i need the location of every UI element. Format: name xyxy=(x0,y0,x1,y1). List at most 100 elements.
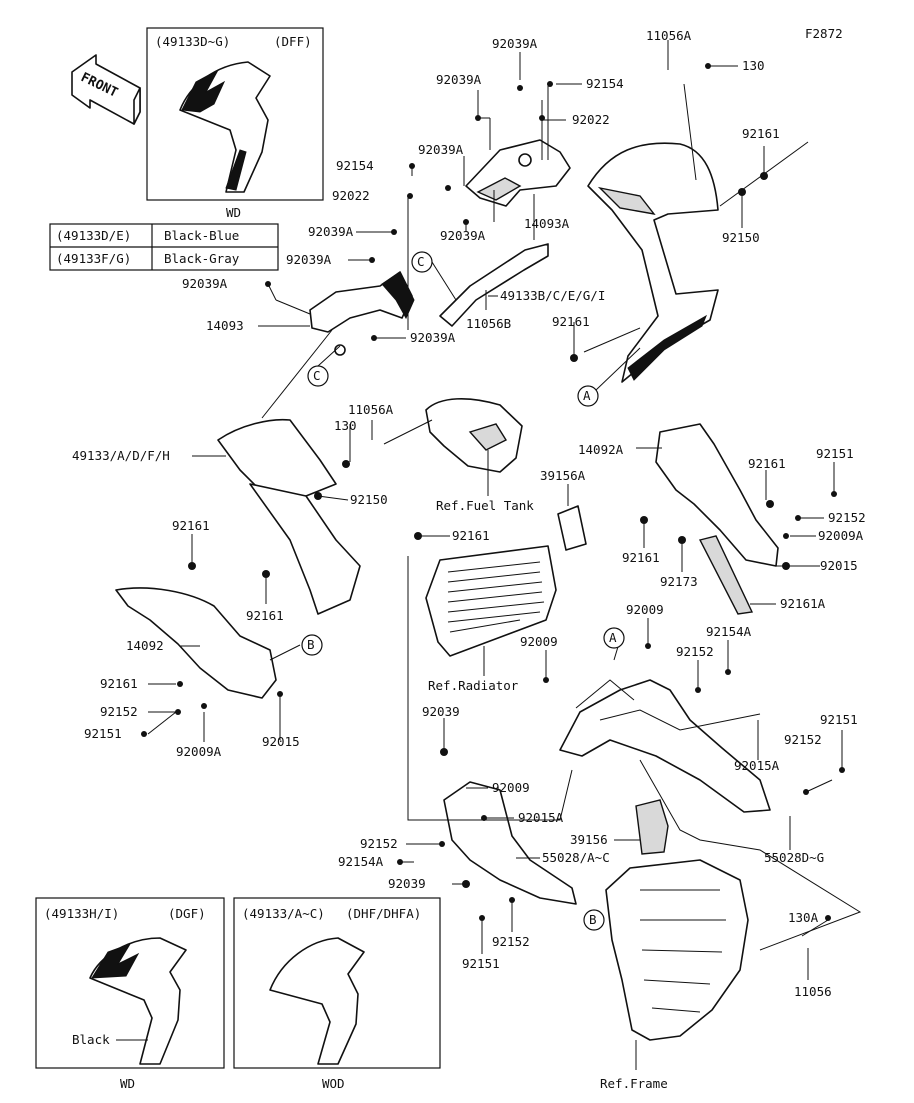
color-table-part-1: (49133D/E) xyxy=(56,228,131,243)
part-label: 14092 xyxy=(126,638,164,653)
fuel-tank-reference xyxy=(425,398,523,473)
panel-bl-note: Black xyxy=(72,1032,110,1047)
part-label: 92154 xyxy=(336,158,374,173)
part-label: 55028D~G xyxy=(764,850,824,865)
frame-reference xyxy=(605,859,749,1041)
part-label: 130 xyxy=(742,58,765,73)
part-label: 92151 xyxy=(84,726,122,741)
part-label: 92039A xyxy=(182,276,228,291)
part-label: 92161 xyxy=(172,518,210,533)
part-label: 92161 xyxy=(748,456,786,471)
part-label: 92009A xyxy=(176,744,222,759)
part-label: 92022 xyxy=(332,188,370,203)
part-label: 92039A xyxy=(436,72,482,87)
radiator-reference xyxy=(425,545,557,657)
part-label: 92150 xyxy=(722,230,760,245)
part-label: 11056 xyxy=(794,984,832,999)
callout-a-lower: A xyxy=(603,627,625,649)
part-label: 14093 xyxy=(206,318,244,333)
part-label: 39156A xyxy=(540,468,586,483)
panel-top-caption: WD xyxy=(226,205,241,220)
cowl-49133bcegi xyxy=(587,142,719,383)
part-label: 92161A xyxy=(780,596,826,611)
pad-39156 xyxy=(635,799,669,855)
panel-bl-title: (49133H/I) xyxy=(44,906,119,921)
svg-text:A: A xyxy=(583,388,591,403)
panel-br-title: (49133/A~C) xyxy=(242,906,325,921)
part-label: 130A xyxy=(788,910,819,925)
part-label: 92161 xyxy=(246,608,284,623)
color-table-color-2: Black-Gray xyxy=(164,251,240,266)
svg-text:B: B xyxy=(307,637,315,652)
part-label: 92173 xyxy=(660,574,698,589)
variant-panel-bottom-left: (49133H/I) (DGF) Black WD xyxy=(35,897,225,1091)
part-label: 92154A xyxy=(338,854,384,869)
part-label: 92009 xyxy=(520,634,558,649)
part-label: 92152 xyxy=(492,934,530,949)
lower-cowl-55028ac xyxy=(443,781,577,905)
panel-br-code: (DHF/DHFA) xyxy=(346,906,421,921)
ref-fuel-tank-label: Ref.Fuel Tank xyxy=(436,498,534,513)
lower-cowl-55028dg xyxy=(559,679,771,813)
part-label: 92015 xyxy=(262,734,300,749)
part-label: 92015 xyxy=(820,558,858,573)
side-panel-14092 xyxy=(115,587,277,699)
inner-bracket-14093a xyxy=(465,139,571,207)
part-label: 92039A xyxy=(440,228,486,243)
color-table-color-1: Black-Blue xyxy=(164,228,239,243)
part-label: 92152 xyxy=(784,732,822,747)
part-label: 92161 xyxy=(742,126,780,141)
callout-b-lower: B xyxy=(583,909,605,931)
fasteners xyxy=(141,63,845,921)
callout-c-lower: C xyxy=(307,365,329,387)
part-label: 92152 xyxy=(676,644,714,659)
part-label: 92154A xyxy=(706,624,752,639)
part-label: 92150 xyxy=(350,492,388,507)
part-label: 92039A xyxy=(308,224,354,239)
part-label: 92161 xyxy=(552,314,590,329)
ref-frame-label: Ref.Frame xyxy=(600,1076,668,1091)
cowl-49133adfh xyxy=(217,418,361,615)
part-label: 92015A xyxy=(518,810,564,825)
panel-top-code: (DFF) xyxy=(274,34,312,49)
part-label: 92039A xyxy=(492,36,538,51)
part-label: 11056A xyxy=(348,402,394,417)
part-label: 92161 xyxy=(100,676,138,691)
part-label: 92161 xyxy=(452,528,490,543)
figure-code: F2872 xyxy=(805,26,843,41)
part-label: 11056A xyxy=(646,28,692,43)
part-label: 92022 xyxy=(572,112,610,127)
color-table: (49133D/E) Black-Blue (49133F/G) Black-G… xyxy=(49,223,279,271)
ref-radiator-label: Ref.Radiator xyxy=(428,678,519,693)
panel-bl-caption: WD xyxy=(120,1076,135,1091)
part-label: 49133/A/D/F/H xyxy=(72,448,170,463)
part-label: 92009A xyxy=(818,528,864,543)
panel-br-caption: WOD xyxy=(322,1076,345,1091)
svg-text:B: B xyxy=(589,912,597,927)
part-label: 39156 xyxy=(570,832,608,847)
part-label: 49133B/C/E/G/I xyxy=(500,288,605,303)
pad-39156a xyxy=(557,505,587,551)
part-label: 92009 xyxy=(626,602,664,617)
part-label: 92009 xyxy=(492,780,530,795)
callout-b-left: B xyxy=(301,634,323,656)
part-label: 92039A xyxy=(286,252,332,267)
inner-bracket-14093 xyxy=(309,271,415,356)
part-label: 92039 xyxy=(388,876,426,891)
callout-a-upper: A xyxy=(577,385,599,407)
variant-panel-bottom-right: (49133/A~C) (DHF/DHFA) WOD xyxy=(233,897,441,1091)
panel-top-title: (49133D~G) xyxy=(155,34,230,49)
part-label: 92039A xyxy=(418,142,464,157)
color-table-part-2: (49133F/G) xyxy=(56,251,131,266)
variant-panel-top: (49133D~G) (DFF) WD xyxy=(146,27,324,220)
part-label: 92152 xyxy=(360,836,398,851)
part-label: 92039A xyxy=(410,330,456,345)
svg-text:C: C xyxy=(417,254,425,269)
part-label: 92151 xyxy=(816,446,854,461)
part-labels: 92039A 92039A 92154 92022 11056A 130 921… xyxy=(72,28,866,1091)
svg-text:A: A xyxy=(609,630,617,645)
leader-lines xyxy=(147,40,862,1070)
part-label: 92039 xyxy=(422,704,460,719)
part-label: 92151 xyxy=(820,712,858,727)
